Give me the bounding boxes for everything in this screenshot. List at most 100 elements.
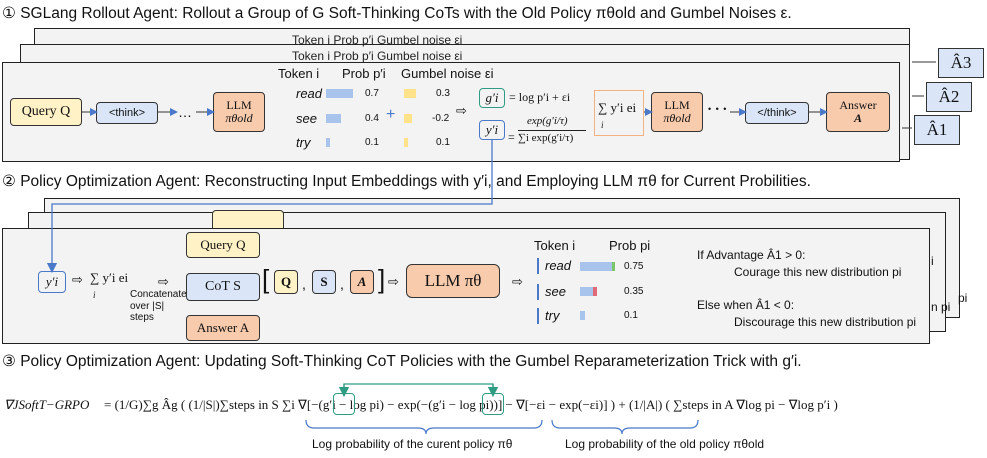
answer-label: Answer (839, 97, 877, 112)
llm-old-box-2: LLM πθold (651, 92, 703, 132)
arrow-right-icon: ⇨ (456, 103, 467, 118)
arrow-right-icon-3: ⇨ (158, 274, 169, 289)
query-box: Query Q (10, 98, 82, 126)
cot-box: CoT S (186, 273, 260, 301)
bracket-close: ] (378, 264, 386, 294)
back-header-1: Token i Prob p′i Gumbel noise εi (292, 33, 463, 47)
y-prime-equals: = (508, 130, 515, 144)
answer-box-2: Answer A (186, 315, 260, 341)
llm-old-sub: πθold (225, 111, 253, 125)
else-advantage-text: Else when Â1 < 0: (697, 298, 795, 312)
brace-old-policy (551, 419, 699, 435)
discourage-text: Discourage this new distribution pi (734, 315, 917, 329)
dots: • • • (708, 104, 728, 114)
prob-change-read (612, 262, 615, 271)
ellipsis: … (178, 104, 192, 120)
noise-value-try: 0.1 (436, 137, 450, 148)
if-advantage-text: If Advantage Â1 > 0: (697, 248, 806, 262)
token-try-2: try (545, 308, 560, 323)
prob-value-read: 0.7 (365, 88, 379, 99)
advantage-box-2: Â2 (926, 82, 972, 112)
sum-embedding-box (594, 90, 644, 136)
formula-body: = (1/G)∑g Âg ( (1/|S|)∑steps in S ∑i ∇[−… (104, 397, 838, 412)
brace-current-label: Log probability of the curent policy πθ (312, 437, 513, 451)
brace-current-policy (305, 419, 543, 435)
arrow-right-icon-5: ⇨ (512, 274, 523, 289)
col-token-header: Token i (278, 66, 320, 81)
concat-note: Concatenate over |S| steps (130, 289, 187, 323)
prob-value-try-2: 0.1 (624, 310, 638, 321)
row-marker-try (537, 308, 539, 324)
col-token-header-2: Token i (534, 238, 576, 253)
back-label-1: i (931, 254, 934, 268)
y-prime-denominator: ∑i exp(g′i/τ) (518, 132, 574, 144)
token-read: read (296, 86, 323, 101)
sum-embedding-sub: i (601, 120, 604, 130)
think-close-box: </think> (745, 102, 809, 124)
back-header-2: Token i Prob p′i Gumbel noise εi (292, 49, 463, 63)
answer-box: Answer A (826, 92, 890, 132)
col-prob-header-2: Prob pi (609, 238, 651, 253)
prob-bar-see (326, 114, 341, 123)
token-try: try (296, 135, 311, 150)
prob-change-see (593, 287, 597, 296)
prob-bar-read-2 (580, 262, 615, 271)
answer-sub: A (853, 111, 862, 125)
col-noise-header: Gumbel noise εi (401, 66, 494, 81)
llm-old-box: LLM πθold (213, 92, 265, 132)
y-prime-box: y′i (479, 120, 505, 140)
fraction-bar (518, 130, 586, 131)
plus-sign: + (386, 106, 396, 123)
g-prime-formula: = log p′i + εi (509, 90, 571, 104)
heading-policy-reconstruct: ② Policy Optimization Agent: Reconstruct… (2, 173, 811, 190)
seq-s-box: S (312, 270, 336, 294)
prob-value-try: 0.1 (365, 137, 379, 148)
advantage-arrows (902, 61, 936, 129)
prob-value-see-2: 0.35 (624, 286, 644, 297)
back-label-2: n pi (931, 300, 951, 314)
row-marker-read (537, 258, 539, 274)
llm-old-label: LLM (226, 97, 252, 112)
heading-rollout: ① SGLang Rollout Agent: Rollout a Group … (2, 5, 792, 22)
sum-embedding-label: ∑ y′i ei (598, 100, 637, 115)
llm-old-label-2: LLM (664, 97, 690, 112)
courage-text: Courage this new distribution pi (734, 265, 902, 279)
noise-bar-see (404, 114, 412, 123)
y-prime-numerator: exp(g′i/τ) (527, 115, 568, 127)
noise-bar-read (404, 89, 416, 98)
token-see: see (296, 111, 317, 126)
row-marker-see (537, 284, 539, 300)
prob-value-see: 0.4 (365, 113, 379, 124)
bracket-open: [ (262, 264, 270, 294)
g-prime-link (343, 383, 494, 391)
advantage-box-1: Â1 (914, 115, 960, 145)
prob-bar-read (326, 89, 353, 98)
comma-1: , (302, 276, 306, 292)
prob-bar-try (326, 138, 330, 147)
sum-embedding-label-2: ∑ y′i ei (90, 270, 129, 285)
arrow-right-icon-2: ⇨ (72, 272, 83, 287)
token-see-2: see (545, 284, 566, 299)
llm-old-sub-2: πθold (663, 111, 691, 125)
formula-lhs: ∇JSoftT−GRPO (4, 397, 90, 412)
comma-2: , (340, 276, 344, 292)
col-prob-header: Prob p′i (342, 66, 386, 81)
noise-value-see: -0.2 (432, 113, 450, 124)
noise-bar-try (404, 138, 408, 147)
prob-value-read-2: 0.75 (624, 261, 644, 272)
g-prime-box: g′i (479, 88, 505, 108)
brace-old-label: Log probability of the old policy πθold (565, 437, 765, 451)
advantage-box-3: Â3 (938, 48, 984, 78)
prob-bar-try-2 (580, 311, 585, 320)
arrow-right-icon-4: ⇨ (388, 274, 399, 289)
token-read-2: read (545, 258, 572, 273)
seq-a-box: A (350, 270, 374, 294)
prob-bar-see-2 (580, 287, 596, 296)
back-label-3: pi (958, 291, 968, 305)
query-box-2: Query Q (186, 232, 260, 258)
sum-embedding-sub-2: i (93, 290, 96, 300)
heading-policy-update: ③ Policy Optimization Agent: Updating So… (2, 353, 802, 370)
llm-current-box: LLM πθ (406, 264, 500, 298)
y-prime-link-arrow (46, 140, 493, 274)
